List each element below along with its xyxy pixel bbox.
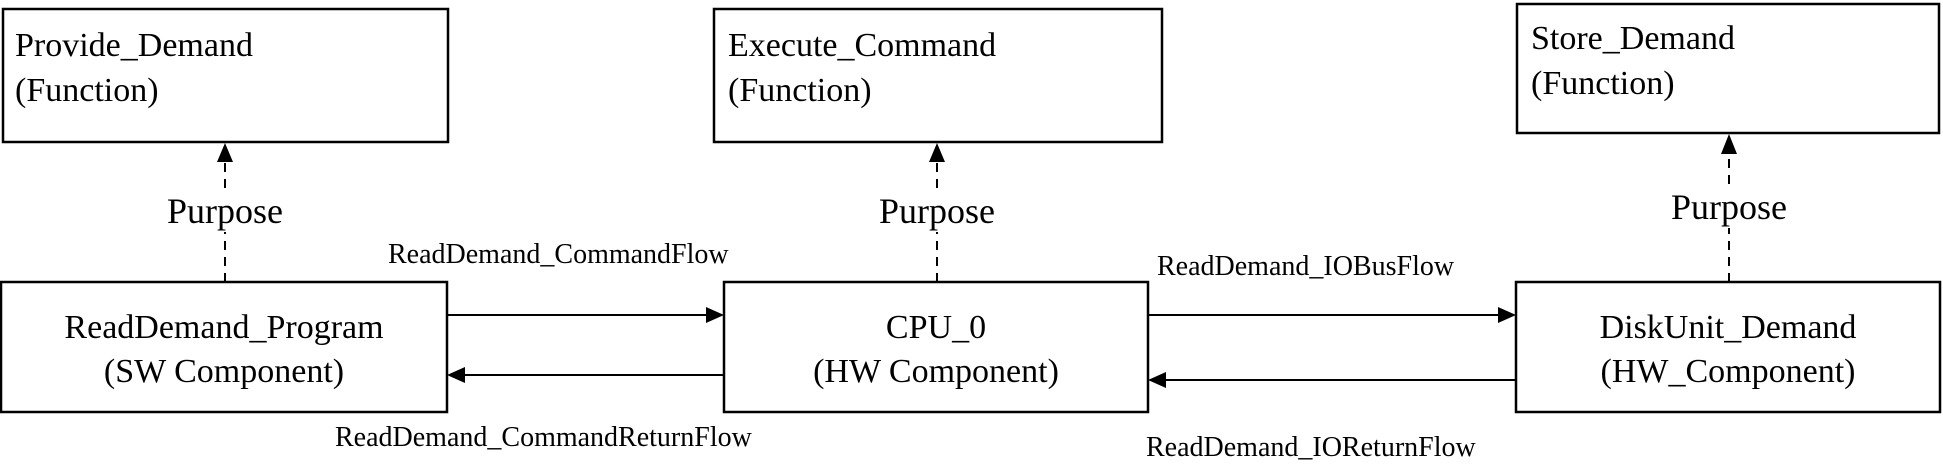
component-box-readdemand-program[interactable]: ReadDemand_Program (SW Component) <box>0 280 449 414</box>
node-type-provide-demand: (Function) <box>15 72 159 109</box>
node-name-diskunit-demand: DiskUnit_Demand <box>1600 309 1857 346</box>
command-flow-label: ReadDemand_CommandFlow <box>388 239 729 270</box>
node-name-cpu-0: CPU_0 <box>886 309 986 346</box>
purpose-edge-3: Purpose <box>1671 134 1787 282</box>
purpose-edge-2: Purpose <box>879 143 995 282</box>
node-name-execute-command: Execute_Command <box>728 27 996 64</box>
arrowhead-left-icon <box>447 367 465 383</box>
arrowhead-left-icon <box>1148 372 1166 388</box>
purpose-label-2: Purpose <box>879 191 995 231</box>
node-name-store-demand: Store_Demand <box>1531 20 1735 57</box>
node-type-diskunit-demand: (HW_Component) <box>1601 353 1856 390</box>
purpose-label-3: Purpose <box>1671 187 1787 227</box>
arrowhead-up-icon <box>1721 134 1737 154</box>
node-type-store-demand: (Function) <box>1531 65 1675 102</box>
component-box-diskunit-demand[interactable]: DiskUnit_Demand (HW_Component) <box>1514 280 1942 414</box>
node-type-readdemand-program: (SW Component) <box>104 353 344 390</box>
node-type-cpu-0: (HW Component) <box>813 353 1059 390</box>
node-type-execute-command: (Function) <box>728 72 872 109</box>
component-box-cpu-0[interactable]: CPU_0 (HW Component) <box>722 280 1150 414</box>
arrowhead-up-icon <box>929 143 945 162</box>
io-return-flow-label: ReadDemand_IOReturnFlow <box>1146 432 1476 463</box>
function-box-execute-command[interactable]: Execute_Command (Function) <box>712 7 1164 144</box>
command-flow-edge: ReadDemand_CommandFlow <box>388 239 729 323</box>
command-return-flow-edge: ReadDemand_CommandReturnFlow <box>335 367 753 453</box>
command-return-flow-label: ReadDemand_CommandReturnFlow <box>335 422 753 453</box>
arrowhead-right-icon <box>706 307 724 323</box>
purpose-edge-1: Purpose <box>167 143 283 282</box>
function-box-store-demand[interactable]: Store_Demand (Function) <box>1515 2 1941 135</box>
purpose-label-1: Purpose <box>167 191 283 231</box>
function-box-provide-demand[interactable]: Provide_Demand (Function) <box>1 7 450 144</box>
iobus-flow-edge: ReadDemand_IOBusFlow <box>1148 251 1516 323</box>
iobus-flow-label: ReadDemand_IOBusFlow <box>1157 251 1455 282</box>
arrowhead-right-icon <box>1498 307 1516 323</box>
io-return-flow-edge: ReadDemand_IOReturnFlow <box>1146 372 1516 463</box>
node-name-provide-demand: Provide_Demand <box>15 27 253 64</box>
arrowhead-up-icon <box>217 143 233 162</box>
node-name-readdemand-program: ReadDemand_Program <box>64 309 383 346</box>
